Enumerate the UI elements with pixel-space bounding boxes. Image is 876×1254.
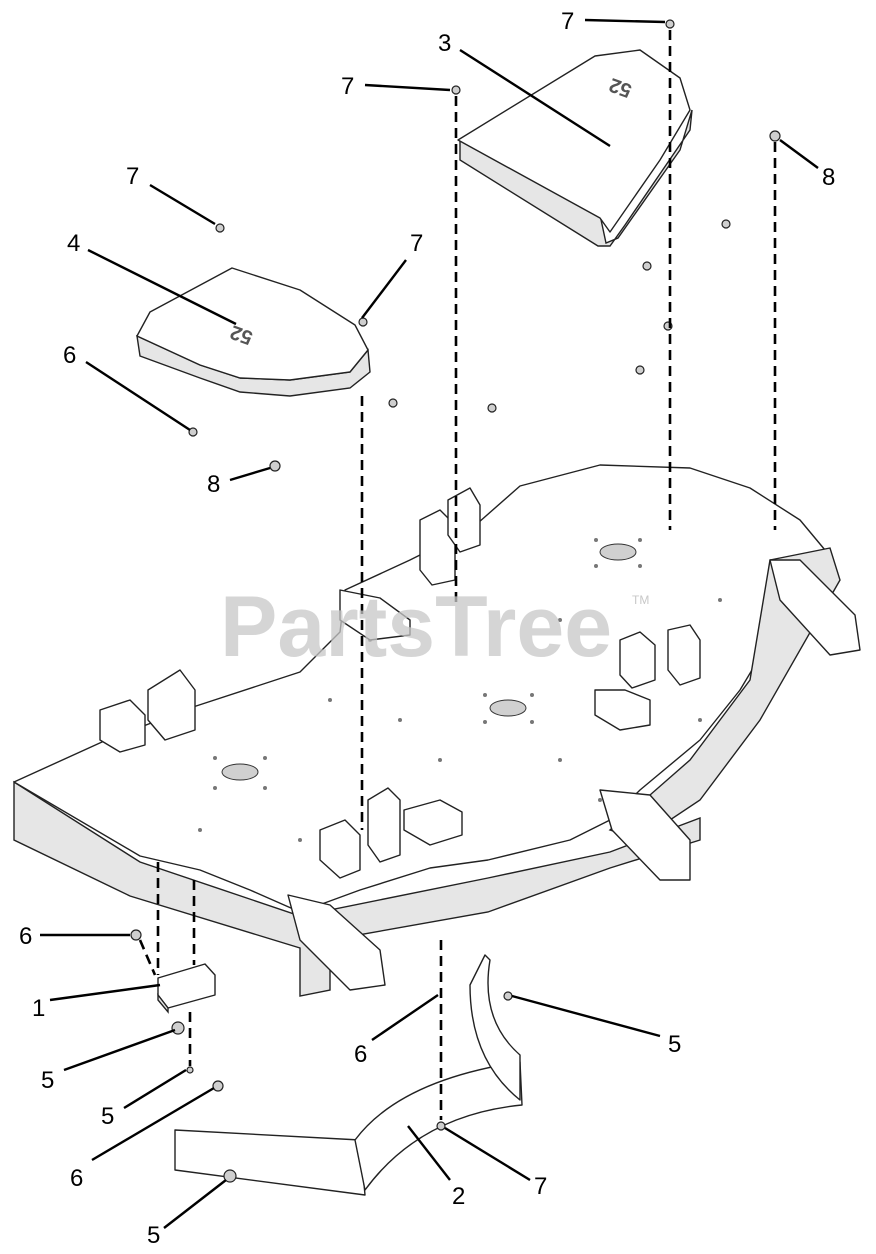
bumper-right-rear — [769, 559, 861, 656]
callout-6: 6 — [63, 342, 76, 369]
discharge-shield-part-2 — [174, 954, 523, 1196]
callout-2: 2 — [452, 1183, 465, 1210]
deck-front-skirt — [13, 780, 701, 997]
callout-5: 5 — [147, 1222, 160, 1249]
callout-7: 7 — [341, 73, 354, 100]
watermark-text: PartsTree — [220, 579, 612, 675]
callout-labels: 7 3 7 8 7 4 7 6 8 6 1 5 5 6 5 6 5 2 7 — [19, 8, 835, 1249]
cover-right-top — [457, 49, 691, 233]
callout-5: 5 — [668, 1031, 681, 1058]
callout-6: 6 — [354, 1041, 367, 1068]
bumper-right-front — [599, 789, 691, 881]
callout-6: 6 — [19, 923, 32, 950]
cover-right-skirt — [459, 109, 693, 247]
belt-cover-left: 52 — [136, 267, 371, 397]
callout-8: 8 — [207, 471, 220, 498]
belt-cover-right: 52 — [457, 49, 693, 247]
watermark-tm: TM — [632, 593, 649, 607]
callout-4: 4 — [67, 230, 80, 257]
mower-deck — [13, 464, 861, 997]
spindle-opening-center — [489, 699, 527, 717]
callout-5: 5 — [41, 1067, 54, 1094]
assembly-lines — [138, 30, 777, 1120]
callout-3: 3 — [438, 30, 451, 57]
hardware — [130, 19, 781, 1183]
callout-7: 7 — [126, 163, 139, 190]
watermark: PartsTree TM — [220, 579, 649, 675]
callout-7: 7 — [410, 230, 423, 257]
callout-7: 7 — [534, 1173, 547, 1200]
spindle-opening-left — [221, 763, 259, 781]
callout-8: 8 — [822, 164, 835, 191]
callout-1: 1 — [32, 995, 45, 1022]
callout-7: 7 — [561, 8, 574, 35]
bracket-part-1 — [157, 963, 216, 1014]
cover-left-top — [136, 267, 369, 381]
callout-5: 5 — [101, 1103, 114, 1130]
spindle-opening-right — [599, 543, 637, 561]
callout-6: 6 — [70, 1165, 83, 1192]
deck-mount-holes — [198, 538, 722, 842]
bumper-left-front — [287, 894, 386, 991]
shield-upright-panel — [469, 954, 521, 1101]
shield-left-panel — [174, 1129, 366, 1196]
leader-lines — [40, 18, 819, 1229]
